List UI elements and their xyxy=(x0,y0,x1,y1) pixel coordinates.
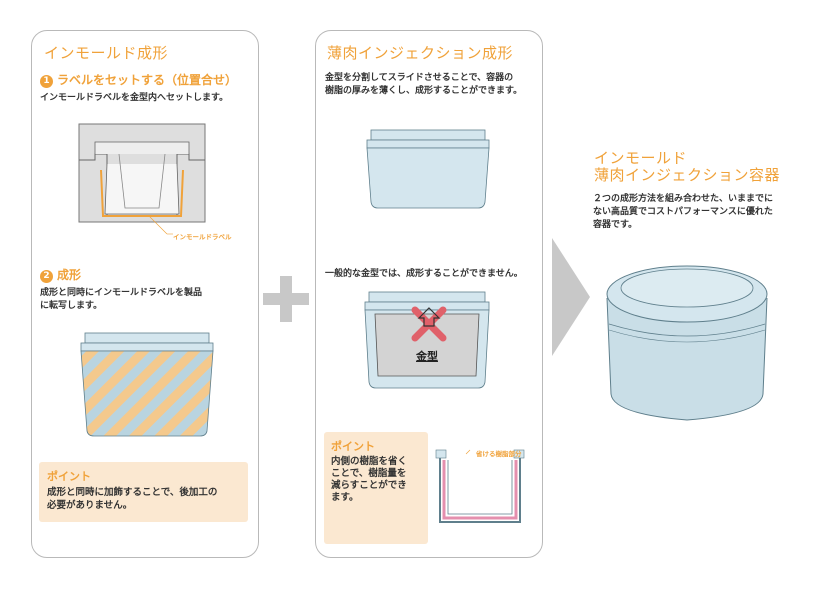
step1-title: ラベルをセットする（位置合せ） xyxy=(57,73,238,87)
step2-title: 成形 xyxy=(57,268,82,282)
saved-resin-cross-section xyxy=(435,449,525,523)
step2-desc-line1: 成形と同時にインモールドラベルを製品 xyxy=(40,288,203,298)
plus-icon xyxy=(263,276,309,322)
thinwall-desc-line1: 金型を分割してスライドさせることで、容器の xyxy=(325,73,514,83)
inmold-label-callout: インモールドラベル xyxy=(173,233,232,241)
result-title: インモールド 薄肉インジェクション容器 xyxy=(594,150,780,184)
step1-number-icon: 1 xyxy=(40,75,53,88)
step2-desc-line2: に転写します。 xyxy=(40,301,103,311)
mold-label: 金型 xyxy=(416,350,438,363)
inmold-point-text: 成形と同時に加飾することで、後加工の 必要がありません。 xyxy=(47,486,217,512)
right-arrow-icon xyxy=(552,238,590,356)
result-title-line2: 薄肉インジェクション容器 xyxy=(594,166,781,184)
inmold-point-line2: 必要がありません。 xyxy=(47,500,133,511)
result-description: ２つの成形方法を組み合わせた、いままでに ない高品質でコストパフォーマンスに優れ… xyxy=(593,193,773,232)
cross-mark-icon xyxy=(411,306,447,342)
striped-label-container xyxy=(80,332,214,437)
thinwall-point-box xyxy=(324,432,428,544)
thinwall-container-illustration xyxy=(366,129,490,209)
saved-resin-callout: 省ける樹脂部分 xyxy=(476,450,522,458)
result-desc-line1: ２つの成形方法を組み合わせた、いままでに xyxy=(593,194,774,204)
step1-description: インモールドラベルを金型内へセットします。 xyxy=(40,93,229,103)
step2-description: 成形と同時にインモールドラベルを製品 に転写します。 xyxy=(40,287,202,313)
inmold-thinwall-jar-illustration xyxy=(606,265,768,421)
result-desc-line2: ない高品質でコストパフォーマンスに優れた xyxy=(593,207,773,217)
inmold-point-box xyxy=(39,462,248,522)
thinwall-point-line4: ます。 xyxy=(331,492,359,503)
label-set-mold-illustration xyxy=(78,123,206,235)
thinwall-point-line2: ことで、樹脂量を xyxy=(331,468,407,479)
result-title-line1: インモールド xyxy=(594,149,688,167)
step2-heading: 2 成形 xyxy=(40,266,81,283)
thinwall-title: 薄肉インジェクション成形 xyxy=(327,44,514,62)
thinwall-desc-line2: 樹脂の厚みを薄くし、成形することができます。 xyxy=(325,86,523,96)
step2-number-icon: 2 xyxy=(40,270,53,283)
thinwall-description: 金型を分割してスライドさせることで、容器の 樹脂の厚みを薄くし、成形することがで… xyxy=(325,72,522,98)
result-desc-line3: 容器です。 xyxy=(593,220,638,230)
inmold-title: インモールド成形 xyxy=(44,44,169,62)
inmold-point-heading: ポイント xyxy=(47,470,91,483)
general-mold-note: 一般的な金型では、成形することができません。 xyxy=(325,269,523,279)
thinwall-point-line1: 内側の樹脂を省く xyxy=(331,456,408,467)
thinwall-point-heading: ポイント xyxy=(331,440,375,453)
thinwall-point-line3: 減らすことができ xyxy=(331,480,407,491)
inmold-point-line1: 成形と同時に加飾することで、後加工の xyxy=(47,487,218,498)
step1-heading: 1 ラベルをセットする（位置合せ） xyxy=(40,71,237,88)
thinwall-point-text: 内側の樹脂を省く ことで、樹脂量を 減らすことができ ます。 xyxy=(331,456,407,504)
